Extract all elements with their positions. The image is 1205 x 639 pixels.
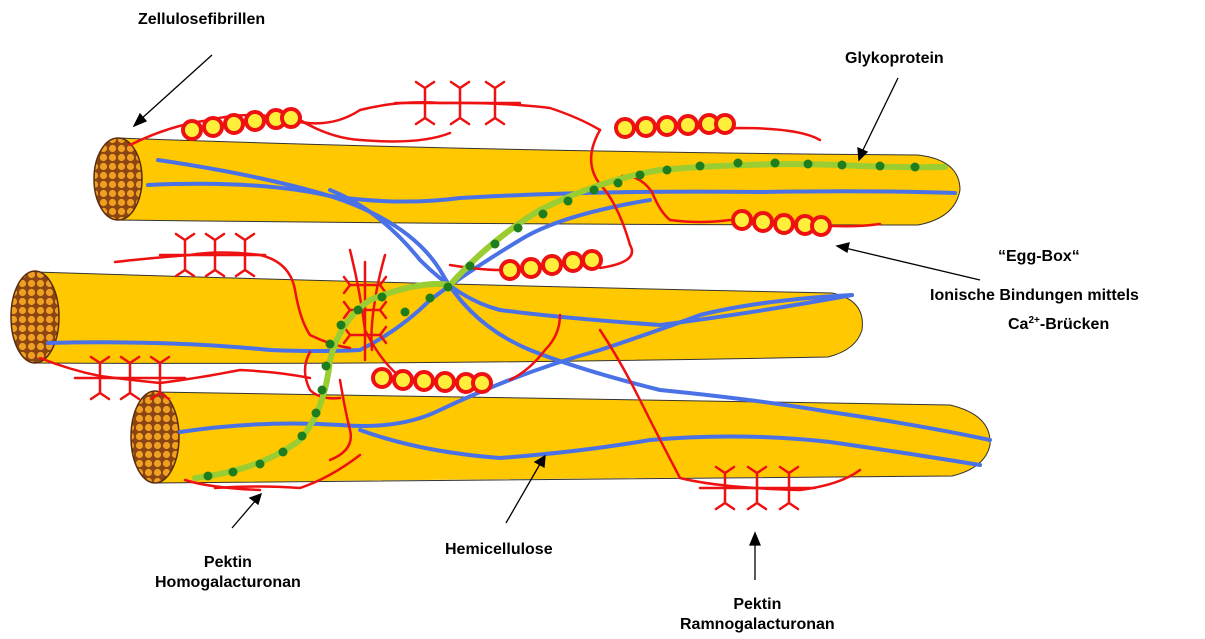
label-pektin-rg: Pektin Ramnogalacturonan (680, 595, 835, 635)
egg-box-5 (373, 369, 491, 392)
rg-branch-top (395, 82, 520, 124)
fibril-top-end (94, 138, 142, 220)
arrow-eggbox (845, 248, 980, 280)
egg-box-2 (616, 115, 734, 137)
label-ionic-line1: Ionische Bindungen mittels (930, 286, 1139, 306)
fibril-middle-end (11, 271, 59, 363)
label-pektin-hg: Pektin Homogalacturonan (155, 553, 301, 593)
arrow-glykoprotein (862, 78, 898, 152)
egg-box-1 (183, 109, 300, 139)
fibril-bottom-body (155, 392, 990, 483)
label-ionic-line2: Ca2+-Brücken (1008, 311, 1109, 335)
label-egg-box: “Egg-Box“ (998, 247, 1080, 267)
rg-branch-middle-left (160, 234, 265, 276)
label-zellulosefibrillen: Zellulosefibrillen (138, 10, 265, 30)
fibril-bottom-end (131, 391, 179, 483)
label-hemicellulose: Hemicellulose (445, 540, 553, 560)
arrow-zellulose (140, 55, 212, 120)
arrow-pektin-hg (232, 500, 256, 528)
egg-box-4 (501, 251, 601, 279)
label-glykoprotein: Glykoprotein (845, 49, 944, 69)
